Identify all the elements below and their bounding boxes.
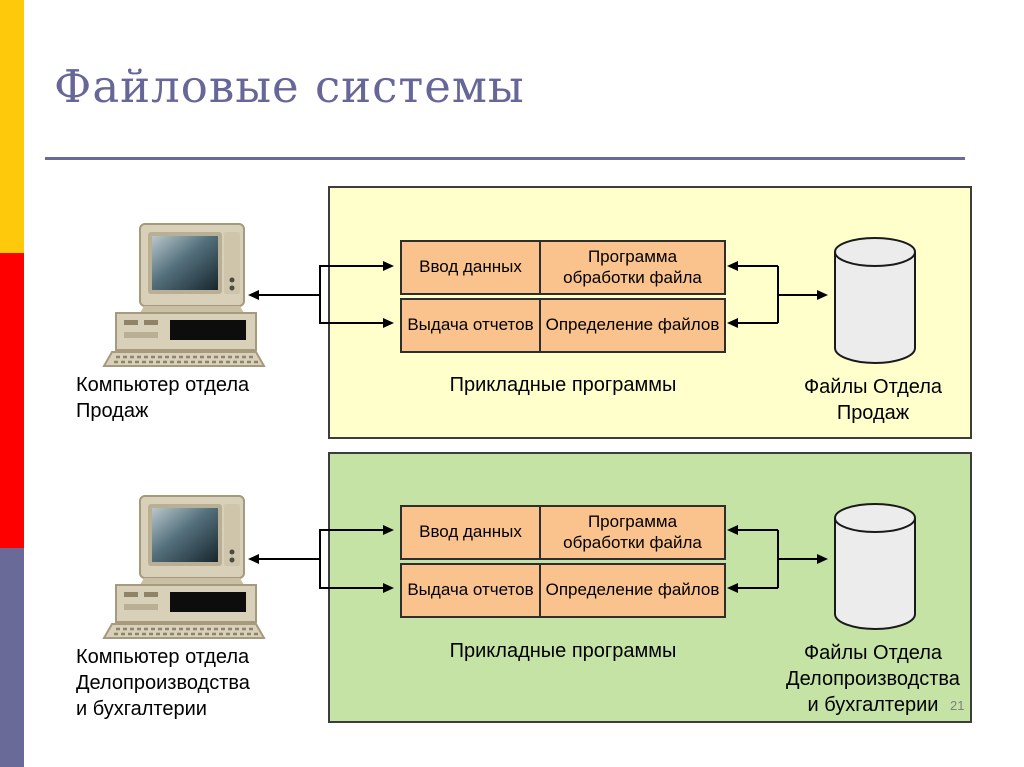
files-caption-line: Файлы Отдела — [803, 642, 943, 664]
module-label: Выдача отчетов — [407, 315, 534, 335]
accent-bar-red — [0, 253, 24, 548]
applications-caption: Прикладные программы — [449, 374, 677, 396]
module-label: Выдача отчетов — [407, 580, 534, 600]
computer-caption: Компьютер отдела Продаж — [76, 372, 249, 424]
computer-caption-line: Продаж — [76, 400, 149, 422]
module-box-file-definitions: Определение файлов — [539, 298, 726, 353]
module-label: Программа обработки файла — [563, 247, 702, 287]
module-label: Определение файлов — [545, 580, 720, 600]
computer-caption-line: Компьютер отдела — [76, 374, 250, 396]
applications-caption: Прикладные программы — [449, 640, 677, 662]
module-box-file-processing-program: Программа обработки файла — [539, 505, 726, 560]
files-caption-line: Файлы Отдела — [803, 376, 943, 398]
application-modules-group: Ввод данных Программа обработки файла Вы… — [400, 240, 726, 353]
files-caption-line: и бухгалтерии — [807, 694, 939, 716]
files-caption: Файлы Отдела Продаж — [748, 374, 998, 426]
computer-icon — [102, 223, 266, 367]
module-box-data-input: Ввод данных — [400, 505, 541, 560]
computer-icon — [102, 495, 266, 639]
files-caption: Файлы Отдела Делопроизводства и бухгалте… — [748, 640, 998, 718]
page-number: 21 — [950, 698, 965, 713]
database-cylinder-icon — [834, 503, 916, 630]
application-modules-group: Ввод данных Программа обработки файла Вы… — [400, 505, 726, 618]
clerical-panel: Ввод данных Программа обработки файла Вы… — [328, 452, 972, 723]
module-box-file-processing-program: Программа обработки файла — [539, 240, 726, 295]
computer-caption-line: и бухгалтерии — [76, 698, 207, 720]
database-cylinder-icon — [834, 237, 916, 364]
computer-caption-line: Делопроизводства — [76, 672, 250, 694]
files-caption-line: Продаж — [836, 402, 910, 424]
module-box-file-definitions: Определение файлов — [539, 563, 726, 618]
files-caption-line: Делопроизводства — [786, 668, 960, 690]
module-box-report-output: Выдача отчетов — [400, 298, 541, 353]
module-label: Ввод данных — [419, 522, 522, 542]
module-label: Определение файлов — [545, 315, 720, 335]
accent-bar-yellow — [0, 0, 24, 253]
slide-title: Файловые системы — [54, 60, 525, 113]
accent-bar-purple — [0, 548, 24, 767]
computer-caption-line: Компьютер отдела — [76, 646, 250, 668]
module-box-report-output: Выдача отчетов — [400, 563, 541, 618]
module-label: Программа обработки файла — [563, 512, 702, 552]
computer-caption: Компьютер отдела Делопроизводства и бухг… — [76, 644, 250, 722]
module-label: Ввод данных — [419, 257, 522, 277]
sales-panel: Ввод данных Программа обработки файла Вы… — [328, 186, 972, 439]
title-underline — [45, 157, 965, 160]
module-box-data-input: Ввод данных — [400, 240, 541, 295]
